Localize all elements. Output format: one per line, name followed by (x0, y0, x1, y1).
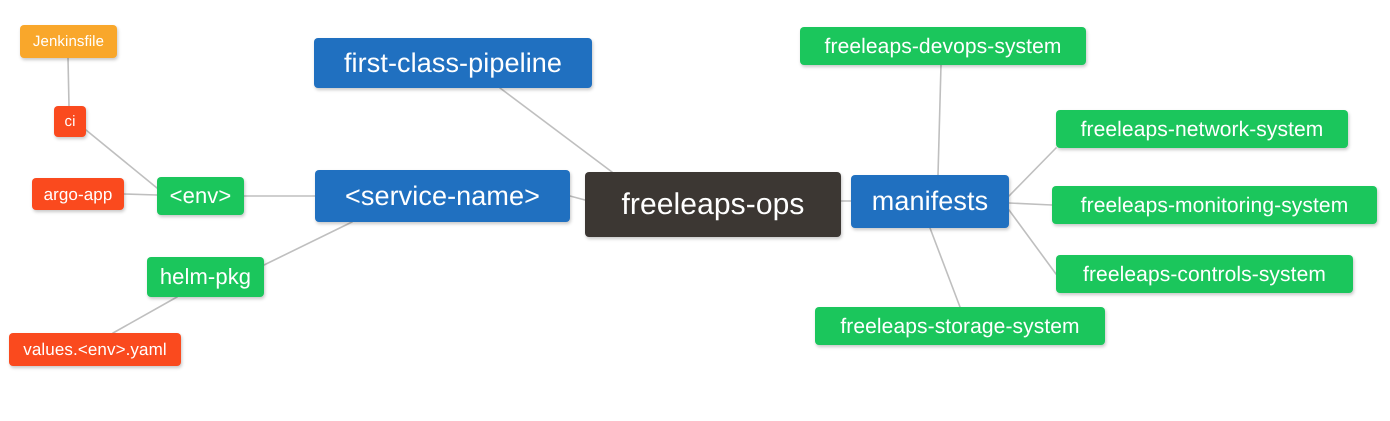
edge-freeleaps-ops-to-service-name (569, 195, 586, 201)
node-values-env-yaml[interactable]: values.<env>.yaml (9, 333, 181, 366)
edge-helm-pkg-to-values-env-yaml (112, 296, 178, 334)
node-label-freeleaps-monitoring-system: freeleaps-monitoring-system (1080, 193, 1349, 217)
node-freeleaps-devops-system[interactable]: freeleaps-devops-system (800, 27, 1086, 65)
node-label-freeleaps-ops: freeleaps-ops (621, 187, 805, 221)
edge-freeleaps-ops-to-first-class-pipeline (499, 87, 613, 173)
node-env[interactable]: <env> (157, 177, 244, 215)
node-label-values-env-yaml: values.<env>.yaml (23, 340, 167, 359)
node-helm-pkg[interactable]: helm-pkg (147, 257, 264, 297)
node-argo-app[interactable]: argo-app (32, 178, 124, 210)
node-label-first-class-pipeline: first-class-pipeline (343, 47, 563, 78)
node-label-freeleaps-controls-system: freeleaps-controls-system (1083, 262, 1326, 286)
node-freeleaps-ops[interactable]: freeleaps-ops (585, 172, 841, 237)
node-label-manifests: manifests (871, 186, 989, 216)
node-label-service-name: <service-name> (345, 180, 540, 211)
node-label-freeleaps-storage-system: freeleaps-storage-system (840, 314, 1080, 338)
node-label-helm-pkg: helm-pkg (159, 264, 252, 289)
node-first-class-pipeline[interactable]: first-class-pipeline (314, 38, 592, 88)
edge-manifests-to-freeleaps-monitoring-system (1008, 202, 1053, 206)
node-manifests[interactable]: manifests (851, 175, 1009, 228)
node-label-jenkinsfile: Jenkinsfile (32, 33, 105, 50)
edge-manifests-to-freeleaps-storage-system (929, 227, 961, 308)
node-label-freeleaps-devops-system: freeleaps-devops-system (824, 34, 1062, 58)
node-label-freeleaps-network-system: freeleaps-network-system (1080, 117, 1324, 141)
edge-env-to-argo-app (123, 193, 158, 196)
edge-manifests-to-freeleaps-controls-system (1008, 209, 1057, 275)
node-freeleaps-controls-system[interactable]: freeleaps-controls-system (1056, 255, 1353, 293)
edge-service-name-to-helm-pkg (263, 221, 353, 266)
edge-ci-to-jenkinsfile (67, 57, 70, 107)
node-label-env: <env> (169, 183, 232, 208)
node-freeleaps-monitoring-system[interactable]: freeleaps-monitoring-system (1052, 186, 1377, 224)
node-label-ci: ci (64, 113, 76, 130)
node-ci[interactable]: ci (54, 106, 86, 137)
node-freeleaps-network-system[interactable]: freeleaps-network-system (1056, 110, 1348, 148)
node-jenkinsfile[interactable]: Jenkinsfile (20, 25, 117, 58)
node-service-name[interactable]: <service-name> (315, 170, 570, 222)
edge-manifests-to-freeleaps-network-system (1008, 147, 1057, 197)
node-label-argo-app: argo-app (43, 184, 113, 204)
edge-manifests-to-freeleaps-devops-system (937, 64, 942, 176)
node-freeleaps-storage-system[interactable]: freeleaps-storage-system (815, 307, 1105, 345)
